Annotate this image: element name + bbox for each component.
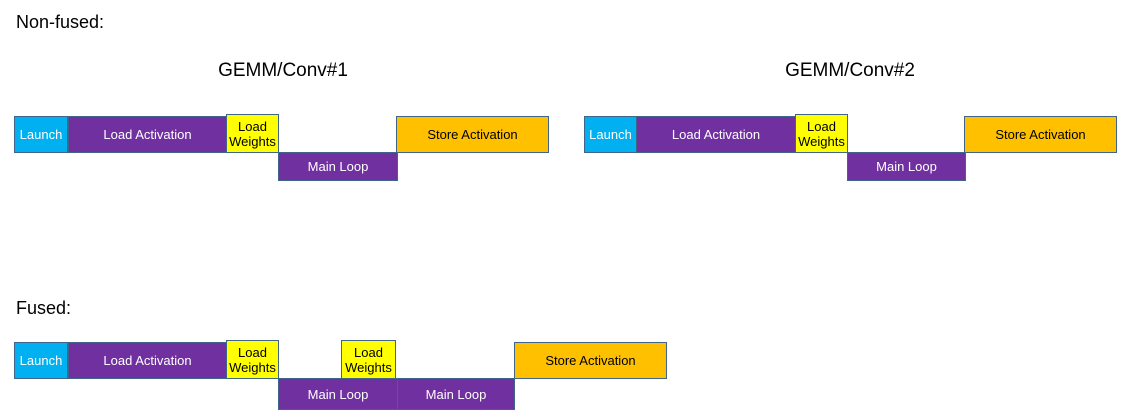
bar-launch-fused[interactable]: Launch [14, 342, 68, 379]
kernel-title-gemm-conv-1: GEMM/Conv#1 [218, 60, 348, 81]
bar-load-activation-kernel2[interactable]: Load Activation [636, 116, 796, 153]
bar-load-activation-kernel1[interactable]: Load Activation [68, 116, 227, 153]
bar-main-loop-fused-1[interactable]: Main Loop [278, 378, 398, 410]
bar-load-weights-kernel1[interactable]: Load Weights [226, 114, 279, 153]
bar-launch-kernel2[interactable]: Launch [584, 116, 637, 153]
bar-load-weights-kernel2[interactable]: Load Weights [795, 114, 848, 153]
bar-launch-kernel1[interactable]: Launch [14, 116, 68, 153]
bar-main-loop-kernel2[interactable]: Main Loop [847, 152, 966, 181]
bar-store-activation-kernel2[interactable]: Store Activation [964, 116, 1117, 153]
kernel-title-gemm-conv-2: GEMM/Conv#2 [785, 60, 915, 81]
bar-load-activation-fused[interactable]: Load Activation [68, 342, 227, 379]
bar-main-loop-kernel1[interactable]: Main Loop [278, 152, 398, 181]
section-label-non-fused: Non-fused: [16, 12, 105, 32]
bar-load-weights-fused-1[interactable]: Load Weights [226, 340, 279, 379]
bar-load-weights-fused-2[interactable]: Load Weights [341, 340, 396, 379]
bar-main-loop-fused-2[interactable]: Main Loop [397, 378, 515, 410]
section-label-fused: Fused: [16, 298, 72, 318]
bar-store-activation-kernel1[interactable]: Store Activation [396, 116, 549, 153]
bar-store-activation-fused[interactable]: Store Activation [514, 342, 667, 379]
